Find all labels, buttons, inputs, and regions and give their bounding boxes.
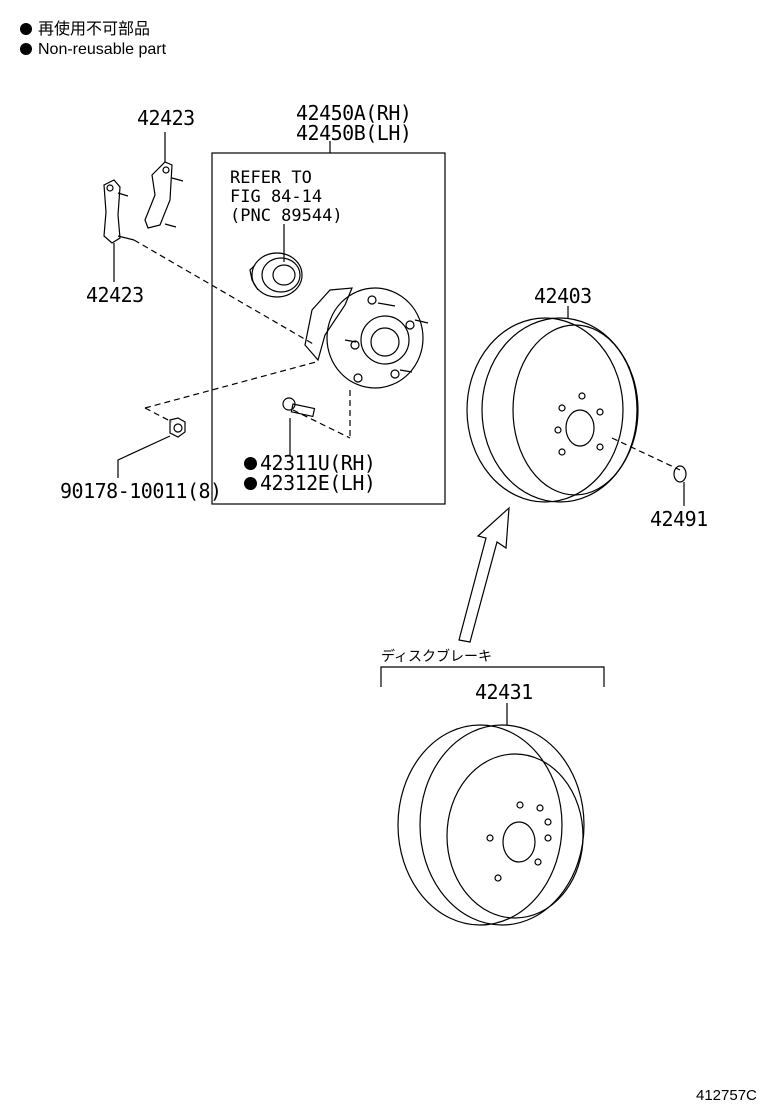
refer-line-3: (PNC 89544) — [230, 206, 343, 226]
non-reusable-dot-icon — [20, 23, 32, 35]
label-hub-lh: 42450B(LH) — [296, 121, 412, 145]
label-bolt-rh-text: 42311U(RH) — [260, 451, 376, 475]
legend-item-en: Non-reusable part — [20, 40, 166, 60]
label-bolt-lh-text: 42312E(LH) — [260, 471, 376, 495]
nut-leader — [117, 435, 171, 478]
non-reusable-dot-icon — [20, 43, 32, 55]
bracket-lower-part — [103, 179, 135, 244]
label-bolt-lh: 42312E(LH) — [244, 471, 376, 495]
bearing-part — [249, 252, 303, 298]
label-disc-group: ディスクブレーキ — [381, 649, 493, 665]
label-nut: 90178-10011(8) — [60, 479, 222, 503]
disc-group-bracket — [380, 666, 605, 687]
brake-drum-part — [466, 317, 639, 503]
label-hub-rh: 42450A(RH) — [296, 101, 412, 125]
label-disc: 42431 — [475, 680, 533, 704]
assembly-arrow-icon — [458, 506, 510, 643]
label-bracket-upper: 42423 — [137, 106, 195, 130]
non-reusable-dot-icon — [244, 477, 257, 490]
label-drum: 42403 — [534, 284, 592, 308]
refer-line-1: REFER TO — [230, 168, 312, 188]
legend-text-jp: 再使用不可部品 — [38, 21, 151, 38]
refer-line-2: FIG 84-14 — [230, 187, 323, 207]
figure-id: 412757C — [696, 1087, 757, 1104]
nut-part — [169, 417, 186, 438]
axle-hub-part — [304, 287, 429, 389]
hub-assembly-frame — [211, 152, 446, 505]
brake-disc-part — [397, 724, 585, 926]
hub-bolt-part — [282, 397, 316, 418]
label-bolt-rh: 42311U(RH) — [244, 451, 376, 475]
hole-plug-part — [673, 465, 687, 483]
non-reusable-dot-icon — [244, 457, 257, 470]
legend-text-en: Non-reusable part — [38, 41, 167, 58]
legend-item-jp: 再使用不可部品 — [20, 20, 150, 40]
label-plug: 42491 — [650, 507, 708, 531]
bracket-upper-part — [144, 161, 184, 229]
label-bracket-lower: 42423 — [86, 283, 144, 307]
